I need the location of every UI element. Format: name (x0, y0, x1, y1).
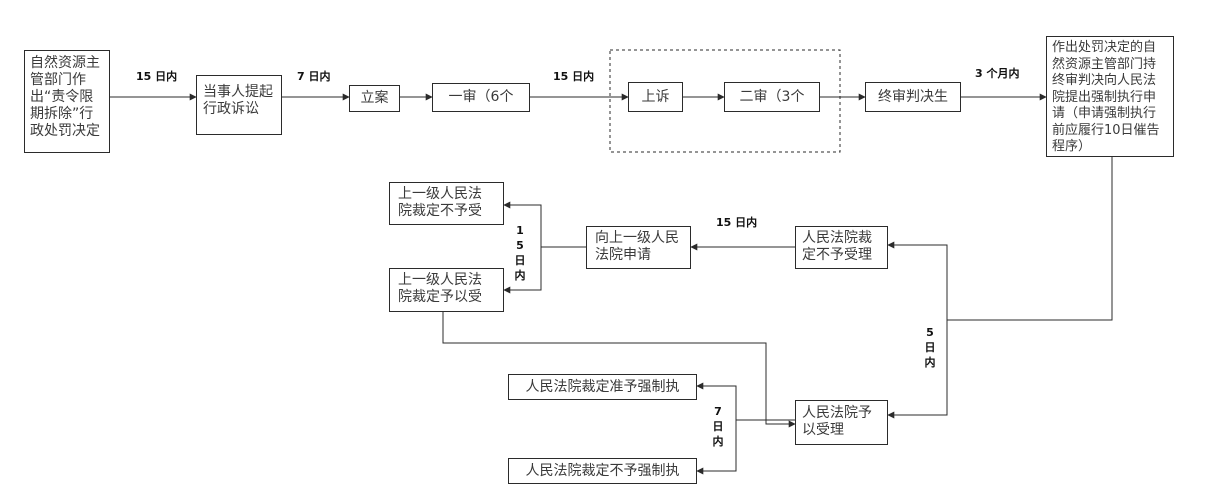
node-penalty-decision: 自然资源主管部门作出“责令限期拆除”行政处罚决定 (24, 50, 110, 153)
arrow-split-n13 (887, 320, 948, 419)
label-15-days-n1-n2: 15 日内 (136, 70, 178, 83)
node-second-trial: 二审（3个 (724, 82, 820, 112)
node-enforcement-application: 作出处罚决定的自然资源主管部门持终审判决向人民法院提出强制执行申请（申请强制执行… (1046, 36, 1174, 157)
node-enforcement-denied: 人民法院裁定不予强制执 (508, 458, 697, 484)
label-7-days-n2-n3: 7 日内 (297, 70, 331, 83)
node-case-filing: 立案 (349, 85, 400, 112)
label-15-days-vertical: 15日内 (514, 224, 526, 282)
node-file-lawsuit: 当事人提起行政诉讼 (196, 75, 282, 135)
arrow-n13-n14 (696, 382, 737, 420)
wire-n8-down (947, 157, 1113, 321)
label-15-days-n4-n5: 15 日内 (553, 70, 595, 83)
arrow-n10-n12 (503, 247, 542, 294)
label-15-days-n9-n10: 15 日内 (716, 216, 758, 229)
label-3-months-n7-n8: 3 个月内 (975, 67, 1020, 80)
appeal-group-dashed-frame (609, 49, 841, 153)
label-5-days-vertical: 5日内 (924, 326, 936, 369)
node-court-accepts: 人民法院予以受理 (795, 400, 888, 445)
node-higher-court-accepts: 上一级人民法院裁定予以受 (389, 268, 504, 312)
arrow-split-n9 (887, 241, 948, 320)
arrow-n10-n11 (503, 201, 542, 247)
node-first-trial: 一审（6个 (432, 83, 530, 112)
node-appeal: 上诉 (628, 82, 683, 112)
arrow-n12-n13 (442, 312, 796, 428)
node-court-rejects: 人民法院裁定不予受理 (795, 226, 888, 269)
node-enforcement-granted: 人民法院裁定准予强制执 (508, 374, 697, 400)
arrow-n13-n15 (696, 420, 737, 475)
node-final-judgment: 终审判决生 (865, 82, 961, 112)
node-higher-court-rejects: 上一级人民法院裁定不予受 (389, 182, 504, 225)
label-7-days-vertical: 7日内 (712, 405, 724, 448)
node-apply-higher-court: 向上一级人民法院申请 (586, 226, 691, 269)
